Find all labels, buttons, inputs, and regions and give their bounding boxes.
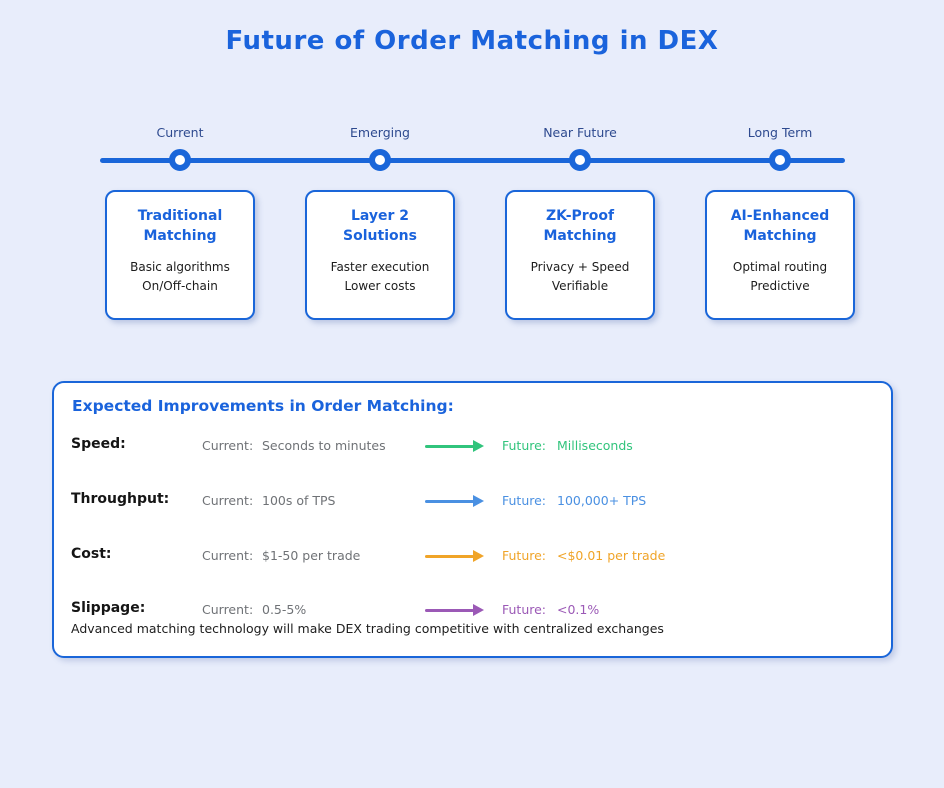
metric-label: Throughput:	[71, 491, 170, 507]
current-value: $1-50 per trade	[262, 548, 361, 563]
arrow-icon	[425, 440, 485, 452]
card-zk-proof-matching: ZK-Proof Matching Privacy + Speed Verifi…	[505, 190, 655, 320]
card-layer2-solutions: Layer 2 Solutions Faster execution Lower…	[305, 190, 455, 320]
current-value: 100s of TPS	[262, 493, 336, 508]
future-label: Future:	[502, 602, 547, 617]
timeline-label-long-term: Long Term	[747, 125, 813, 140]
card-title: Traditional Matching	[137, 208, 223, 245]
timeline-label-emerging: Emerging	[350, 125, 410, 140]
card-traditional-matching: Traditional Matching Basic algorithms On…	[105, 190, 255, 320]
card-line: Optimal routing	[732, 259, 828, 274]
card-line: Faster execution	[330, 259, 430, 274]
metric-label: Speed:	[71, 436, 126, 452]
current-value: Seconds to minutes	[262, 438, 386, 453]
current-label: Current:	[202, 548, 254, 563]
timeline-marker-icon	[169, 149, 191, 171]
card-title: AI-Enhanced Matching	[730, 208, 830, 245]
card-line: Basic algorithms	[130, 259, 230, 274]
metric-row-throughput: Throughput: Current: 100s of TPS Future:…	[54, 491, 891, 511]
arrow-icon	[425, 550, 485, 562]
page-title: Future of Order Matching in DEX	[225, 26, 719, 56]
panel-footnote: Advanced matching technology will make D…	[71, 621, 664, 636]
current-label: Current:	[202, 438, 254, 453]
current-label: Current:	[202, 493, 254, 508]
metric-row-speed: Speed: Current: Seconds to minutes Futur…	[54, 436, 891, 456]
improvements-panel: Expected Improvements in Order Matching:…	[52, 381, 893, 658]
card-title: Layer 2 Solutions	[343, 208, 417, 245]
timeline-marker-icon	[569, 149, 591, 171]
timeline-line	[100, 158, 845, 163]
card-line: Lower costs	[344, 278, 416, 293]
metric-row-cost: Cost: Current: $1-50 per trade Future: <…	[54, 546, 891, 566]
arrow-icon	[425, 495, 485, 507]
timeline-label-current: Current	[156, 125, 204, 140]
card-line: Predictive	[750, 278, 810, 293]
card-title: ZK-Proof Matching	[543, 208, 617, 245]
card-line: Privacy + Speed	[530, 259, 630, 274]
future-label: Future:	[502, 493, 547, 508]
card-line: On/Off-chain	[142, 278, 218, 293]
future-value: 100,000+ TPS	[557, 493, 647, 508]
metric-row-slippage: Slippage: Current: 0.5-5% Future: <0.1%	[54, 600, 891, 620]
current-value: 0.5-5%	[262, 602, 307, 617]
metric-label: Cost:	[71, 546, 112, 562]
future-value: Milliseconds	[557, 438, 633, 453]
future-label: Future:	[502, 438, 547, 453]
metric-label: Slippage:	[71, 600, 146, 616]
future-label: Future:	[502, 548, 547, 563]
current-label: Current:	[202, 602, 254, 617]
timeline-marker-icon	[769, 149, 791, 171]
card-ai-enhanced-matching: AI-Enhanced Matching Optimal routing Pre…	[705, 190, 855, 320]
timeline-marker-icon	[369, 149, 391, 171]
future-value: <0.1%	[557, 602, 600, 617]
card-line: Verifiable	[551, 278, 609, 293]
arrow-icon	[425, 604, 485, 616]
timeline-label-near-future: Near Future	[543, 125, 617, 140]
future-value: <$0.01 per trade	[557, 548, 666, 563]
panel-heading: Expected Improvements in Order Matching:	[72, 397, 454, 415]
